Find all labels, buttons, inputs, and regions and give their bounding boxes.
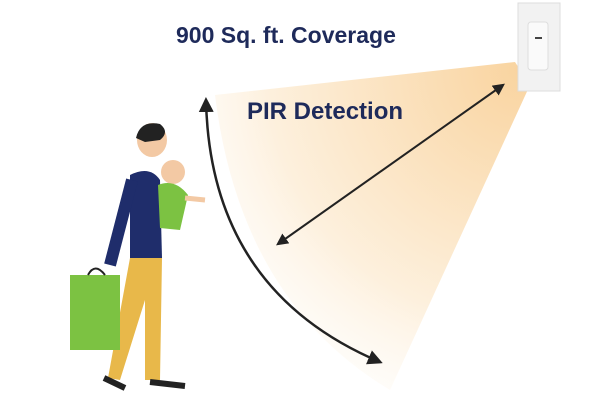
detection-label: PIR Detection (247, 98, 404, 125)
coverage-label: 900 Sq. ft. Coverage (176, 22, 396, 48)
person-with-child-icon (70, 123, 206, 391)
motion-sensor-icon (517, 2, 561, 92)
coverage-arc-arrow (198, 97, 383, 365)
